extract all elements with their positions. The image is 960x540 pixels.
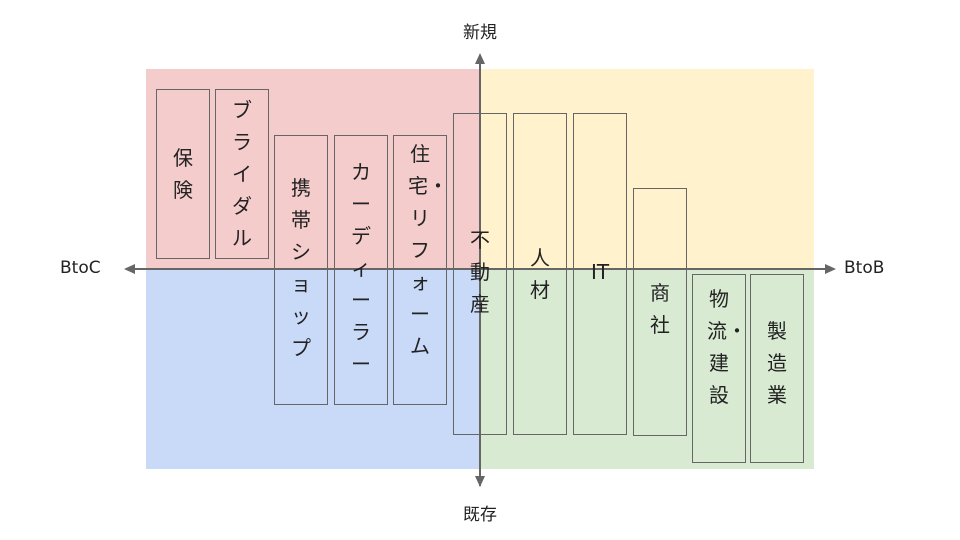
industry-box-insurance: 保険: [156, 89, 210, 259]
industry-box-car-dealer: カーディーラー: [334, 135, 388, 405]
axis-label-existing: 既存: [463, 505, 497, 525]
industry-label: 保険: [173, 146, 193, 202]
industry-box-bridal: ブライダル: [215, 89, 269, 259]
arrow-down-icon: [475, 476, 485, 487]
industry-label: 物流・建設: [707, 287, 747, 407]
industry-box-staffing: 人材: [513, 113, 567, 435]
quadrant-new-btob: [480, 69, 814, 269]
axis-label-btoc: BtoC: [60, 258, 101, 278]
arrow-left-icon: [124, 264, 135, 274]
arrow-right-icon: [825, 264, 836, 274]
industry-label: 商社: [650, 281, 670, 337]
industry-box-real-estate: 不動産: [453, 113, 507, 435]
axis-label-new: 新規: [463, 23, 497, 43]
quadrant-new-btoc: [146, 69, 480, 269]
industry-box-it: IT: [573, 113, 627, 435]
industry-label: カーディーラー: [351, 160, 371, 376]
industry-label: 携帯ショップ: [291, 176, 311, 360]
industry-box-mobile-shop: 携帯ショップ: [274, 135, 328, 405]
industry-box-manufacturing: 製造業: [750, 274, 804, 463]
axis-label-btob: BtoB: [844, 258, 885, 278]
arrow-up-icon: [475, 53, 485, 64]
industry-box-housing-reform: 住宅・リフォーム: [393, 135, 448, 405]
industry-box-logistics-construction: 物流・建設: [692, 274, 747, 463]
industry-label: ブライダル: [232, 98, 252, 250]
industry-label: 住宅・リフォーム: [408, 142, 448, 358]
industry-label: 不動産: [470, 228, 490, 316]
quadrant-existing-btoc: [146, 269, 480, 469]
industry-box-trading: 商社: [633, 188, 687, 436]
industry-label: 人材: [530, 246, 550, 302]
industry-label: IT: [590, 260, 610, 284]
industry-label: 製造業: [767, 319, 787, 407]
